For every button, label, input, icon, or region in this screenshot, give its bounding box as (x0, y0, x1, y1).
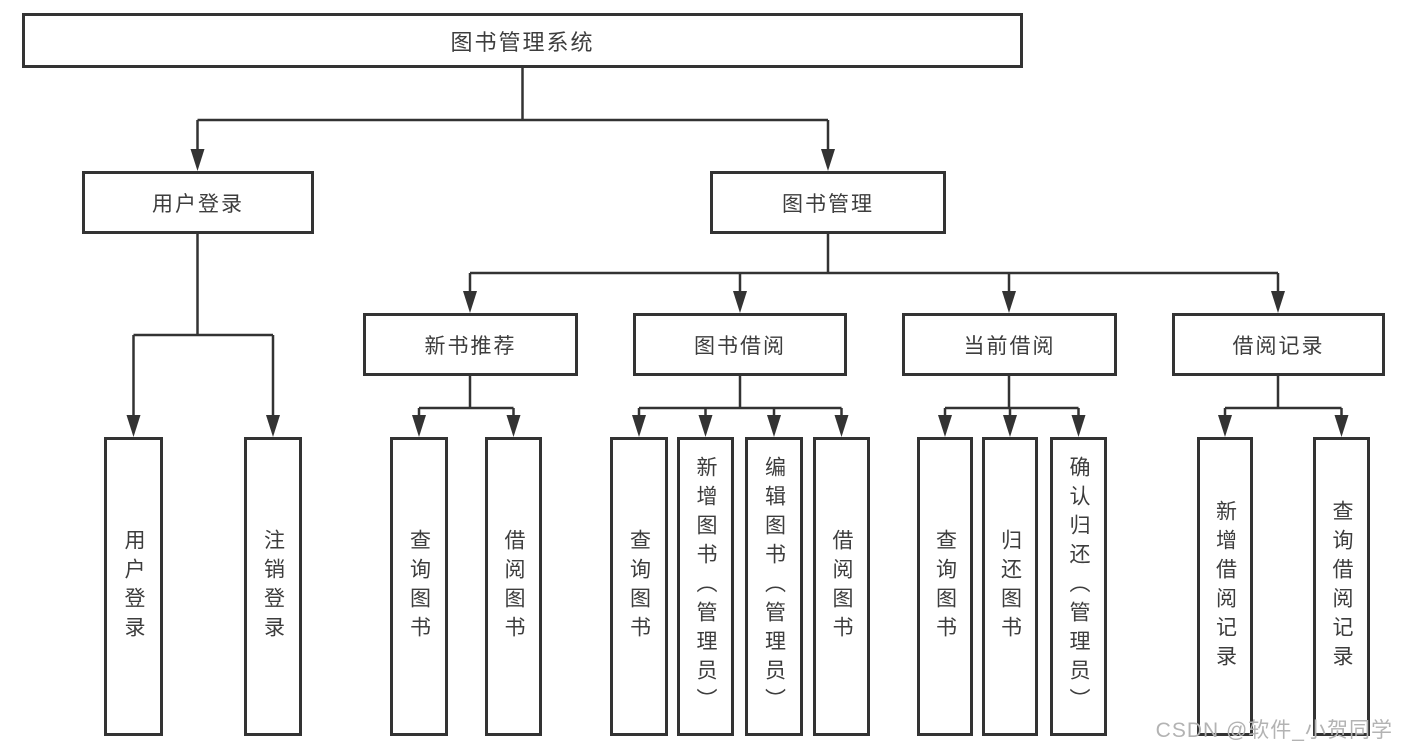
leaf-add-borrow-record: 新增借阅记录 (1197, 437, 1253, 736)
arrowhead (938, 415, 952, 437)
node-user-login: 用户登录 (82, 171, 314, 234)
node-current-borrow: 当前借阅 (902, 313, 1117, 376)
leaf-edit-book-admin: 编辑图书（管理员） (745, 437, 803, 736)
node-borrow-records: 借阅记录 (1172, 313, 1385, 376)
node-borrow-records-label: 借阅记录 (1232, 334, 1325, 358)
arrowhead (733, 291, 747, 313)
leaf-confirm-return-admin: 确认归还（管理员） (1050, 437, 1107, 736)
leaf-add-book-admin-label: 新增图书（管理员） (694, 456, 717, 717)
arrowhead (834, 415, 849, 437)
connector-rails (133, 68, 1342, 410)
node-root-label: 图书管理系统 (450, 29, 595, 55)
leaf-recommend-borrow-book-label: 借阅图书 (502, 528, 525, 645)
arrowhead (1218, 415, 1232, 437)
node-current-borrow-label: 当前借阅 (963, 334, 1056, 358)
arrowhead (1002, 291, 1016, 313)
leaf-borrow-book: 借阅图书 (813, 437, 870, 736)
leaf-query-borrow-record: 查询借阅记录 (1313, 437, 1370, 736)
arrowhead (1071, 415, 1086, 437)
arrowhead (698, 415, 713, 437)
leaf-recommend-query-book: 查询图书 (390, 437, 448, 736)
csdn-watermark: CSDN @软件_小贺同学 (1155, 719, 1393, 742)
arrowhead (412, 415, 426, 437)
leaf-current-query-book: 查询图书 (917, 437, 973, 736)
node-book-management-label: 图书管理 (782, 192, 874, 216)
arrowhead (126, 415, 141, 437)
arrowhead (632, 415, 646, 437)
leaf-borrow-query-book-label: 查询图书 (627, 528, 651, 645)
node-root: 图书管理系统 (22, 13, 1023, 68)
leaf-recommend-query-book-label: 查询图书 (407, 528, 431, 645)
node-user-login-label: 用户登录 (152, 192, 244, 216)
leaf-add-borrow-record-label: 新增借阅记录 (1213, 499, 1237, 674)
arrowhead (463, 291, 477, 313)
arrowhead (767, 415, 781, 437)
node-new-book-recommend-label: 新书推荐 (424, 334, 517, 358)
leaf-query-borrow-record-label: 查询借阅记录 (1330, 499, 1353, 674)
arrowhead (506, 415, 521, 437)
leaf-confirm-return-admin-label: 确认归还（管理员） (1067, 456, 1090, 717)
node-book-borrow: 图书借阅 (633, 313, 847, 376)
leaf-edit-book-admin-label: 编辑图书（管理员） (762, 456, 786, 717)
arrowhead (190, 149, 205, 171)
leaf-user-login: 用户登录 (104, 437, 163, 736)
leaf-return-book-label: 归还图书 (998, 528, 1022, 645)
leaf-logout: 注销登录 (244, 437, 302, 736)
leaf-user-login-label: 用户登录 (122, 528, 145, 645)
arrowhead (1271, 291, 1285, 313)
leaf-borrow-book-label: 借阅图书 (830, 528, 853, 645)
arrowhead (1003, 415, 1017, 437)
leaf-current-query-book-label: 查询图书 (933, 528, 957, 645)
leaf-recommend-borrow-book: 借阅图书 (485, 437, 542, 736)
node-book-management: 图书管理 (710, 171, 946, 234)
arrowhead (821, 149, 835, 171)
leaf-add-book-admin: 新增图书（管理员） (677, 437, 734, 736)
arrowhead (1334, 415, 1349, 437)
node-new-book-recommend: 新书推荐 (363, 313, 578, 376)
leaf-borrow-query-book: 查询图书 (610, 437, 668, 736)
node-book-borrow-label: 图书借阅 (694, 334, 786, 358)
leaf-logout-label: 注销登录 (261, 528, 285, 645)
arrowheads-group (126, 120, 1349, 437)
leaf-return-book: 归还图书 (982, 437, 1038, 736)
arrowhead (266, 415, 280, 437)
